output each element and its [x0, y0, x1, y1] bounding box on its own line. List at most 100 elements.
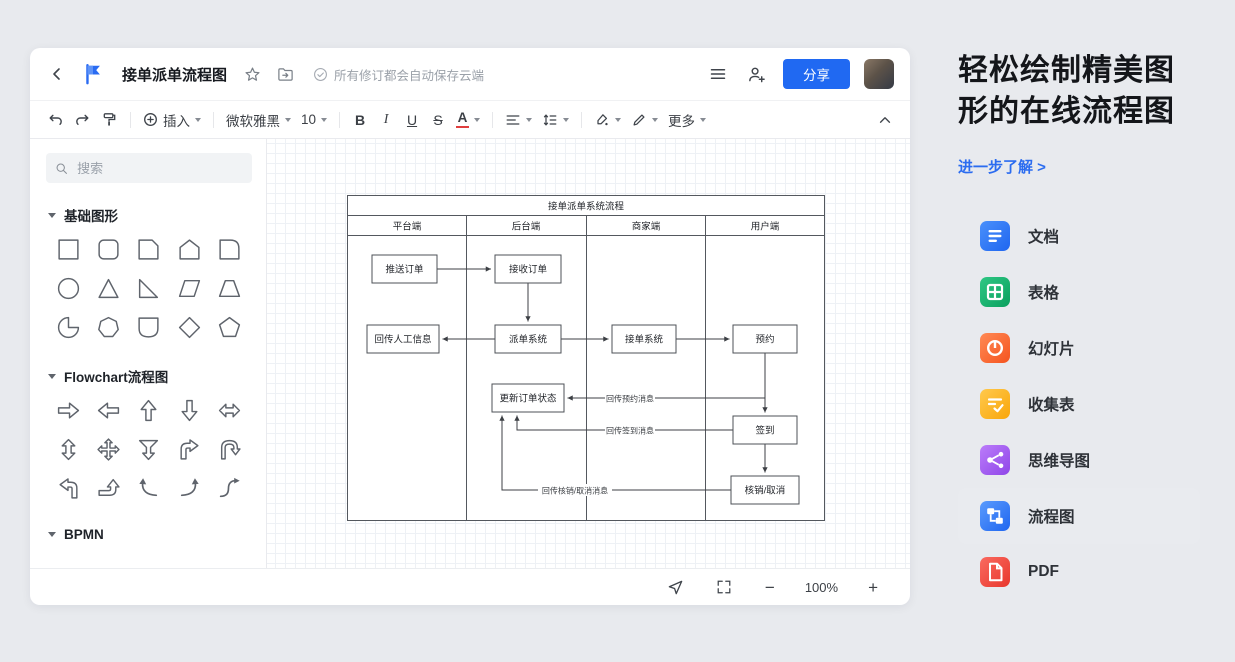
shape-right-triangle[interactable]	[136, 276, 161, 301]
node-update-status[interactable]	[491, 383, 565, 413]
shape-arrow-up[interactable]	[136, 398, 161, 423]
back-button[interactable]	[46, 63, 68, 85]
menu-button[interactable]	[706, 62, 730, 86]
product-item-flowchart[interactable]: 流程图	[958, 488, 1200, 544]
shape-parallelogram[interactable]	[177, 276, 202, 301]
shape-arrow-curve-left[interactable]	[136, 476, 161, 501]
product-item-pdf[interactable]: PDF	[958, 544, 1200, 600]
shape-arrow-bent-left-up[interactable]	[56, 476, 81, 501]
shape-arrow-down[interactable]	[177, 398, 202, 423]
zoom-out-button[interactable]: −	[761, 577, 779, 598]
undo-icon	[49, 114, 62, 125]
insert-button[interactable]: 插入	[138, 106, 206, 133]
more-button[interactable]: 更多	[663, 106, 711, 133]
move-to-folder-button[interactable]	[274, 63, 297, 86]
font-size-value: 10	[301, 112, 317, 127]
shape-square[interactable]	[56, 237, 81, 262]
redo-button[interactable]	[69, 106, 96, 133]
shape-arrow-bent-right-up[interactable]	[96, 476, 121, 501]
shape-arrow-quad[interactable]	[96, 437, 121, 462]
canvas[interactable]: 接单派单系统流程 平台端 后台端 商家端 用户端	[267, 139, 910, 568]
shape-round-corner-square[interactable]	[217, 237, 242, 262]
shape-circle[interactable]	[56, 276, 81, 301]
shape-rounded-square[interactable]	[96, 237, 121, 262]
shapes-sidebar: 基础图形 Flowchart流程图 BPMN	[30, 139, 267, 568]
shape-arrow-left-right[interactable]	[217, 398, 242, 423]
user-avatar[interactable]	[864, 59, 894, 89]
section-flowchart-shapes[interactable]: Flowchart流程图	[48, 366, 250, 386]
zoom-level[interactable]: 100%	[804, 579, 839, 595]
product-item-slides[interactable]: 幻灯片	[958, 320, 1200, 376]
node-return-manual-info[interactable]	[366, 324, 440, 354]
product-item-mindmap[interactable]: 思维导图	[958, 432, 1200, 488]
section-basic-shapes[interactable]: 基础图形	[48, 205, 250, 225]
redo-icon	[76, 114, 89, 125]
node-push-order[interactable]	[371, 254, 438, 284]
chevron-left-icon	[53, 68, 60, 80]
align-left-icon	[506, 114, 520, 125]
product-item-sheet[interactable]: 表格	[958, 264, 1200, 320]
highlighter-button[interactable]	[589, 106, 626, 133]
shape-pie[interactable]	[56, 315, 81, 340]
line-spacing-button[interactable]	[537, 106, 574, 133]
strikethrough-button[interactable]: S	[425, 106, 451, 133]
shape-arrow-bent-up-right[interactable]	[177, 437, 202, 462]
font-family-select[interactable]: 微软雅黑	[221, 106, 296, 133]
pen-icon	[633, 113, 645, 126]
shape-arrow-u-turn[interactable]	[217, 437, 242, 462]
caret-down-icon	[285, 117, 291, 122]
underline-button[interactable]: U	[399, 106, 425, 133]
product-item-doc[interactable]: 文档	[958, 208, 1200, 264]
present-navigate-button[interactable]	[664, 576, 687, 599]
shape-diamond[interactable]	[177, 315, 202, 340]
shape-pentagon[interactable]	[217, 315, 242, 340]
search-input[interactable]	[75, 159, 243, 177]
node-verify-cancel[interactable]	[730, 475, 800, 505]
font-size-select[interactable]: 10	[296, 106, 332, 133]
shape-trapezoid[interactable]	[217, 276, 242, 301]
product-label: 幻灯片	[1028, 341, 1075, 358]
lane-label-user: 用户端	[751, 221, 780, 233]
learn-more-link[interactable]: 进一步了解 >	[958, 159, 1046, 176]
section-label: 基础图形	[64, 209, 118, 224]
shape-arrow-up-down[interactable]	[56, 437, 81, 462]
add-collaborator-button[interactable]	[744, 62, 769, 87]
caret-down-icon	[563, 117, 570, 122]
shape-arrow-left[interactable]	[96, 398, 121, 423]
star-favorite-button[interactable]	[241, 63, 264, 86]
fit-screen-button[interactable]	[713, 576, 735, 598]
shape-arrow-curve-right[interactable]	[177, 476, 202, 501]
italic-button[interactable]: I	[373, 106, 399, 133]
app-logo-icon	[78, 59, 108, 89]
node-receive-order[interactable]	[494, 254, 562, 284]
undo-button[interactable]	[42, 106, 69, 133]
shape-arrow-right[interactable]	[56, 398, 81, 423]
share-button[interactable]: 分享	[783, 59, 850, 89]
align-button[interactable]	[500, 106, 537, 133]
zoom-in-button[interactable]: +	[864, 577, 882, 598]
node-checkin[interactable]	[732, 415, 798, 445]
shape-heptagon[interactable]	[96, 315, 121, 340]
collapse-toolbar-button[interactable]	[872, 106, 898, 133]
shape-pentagon-house[interactable]	[177, 237, 202, 262]
node-label: 预约	[755, 334, 774, 346]
shape-half-round-rect[interactable]	[136, 315, 161, 340]
node-label: 更新订单状态	[499, 393, 557, 405]
shape-triangle[interactable]	[96, 276, 121, 301]
product-item-form[interactable]: 收集表	[958, 376, 1200, 432]
autosave-text: 所有修订都会自动保存云端	[334, 68, 485, 83]
format-painter-button[interactable]	[96, 106, 123, 133]
flowchart-diagram[interactable]: 接单派单系统流程 平台端 后台端 商家端 用户端	[347, 195, 825, 521]
edge-label-checkin-msg: 回传签到消息	[606, 426, 654, 436]
shape-snip-corner-square[interactable]	[136, 237, 161, 262]
shape-arrow-s-curve[interactable]	[217, 476, 242, 501]
bold-button[interactable]: B	[347, 106, 373, 133]
node-booking[interactable]	[732, 324, 798, 354]
node-dispatch-system[interactable]	[494, 324, 562, 354]
section-bpmn[interactable]: BPMN	[48, 527, 250, 542]
node-accept-system[interactable]	[611, 324, 677, 354]
shape-arrow-funnel-down[interactable]	[136, 437, 161, 462]
font-color-button[interactable]: A	[451, 106, 485, 133]
main-area: 基础图形 Flowchart流程图 BPMN	[30, 139, 910, 568]
pen-style-button[interactable]	[626, 106, 663, 133]
